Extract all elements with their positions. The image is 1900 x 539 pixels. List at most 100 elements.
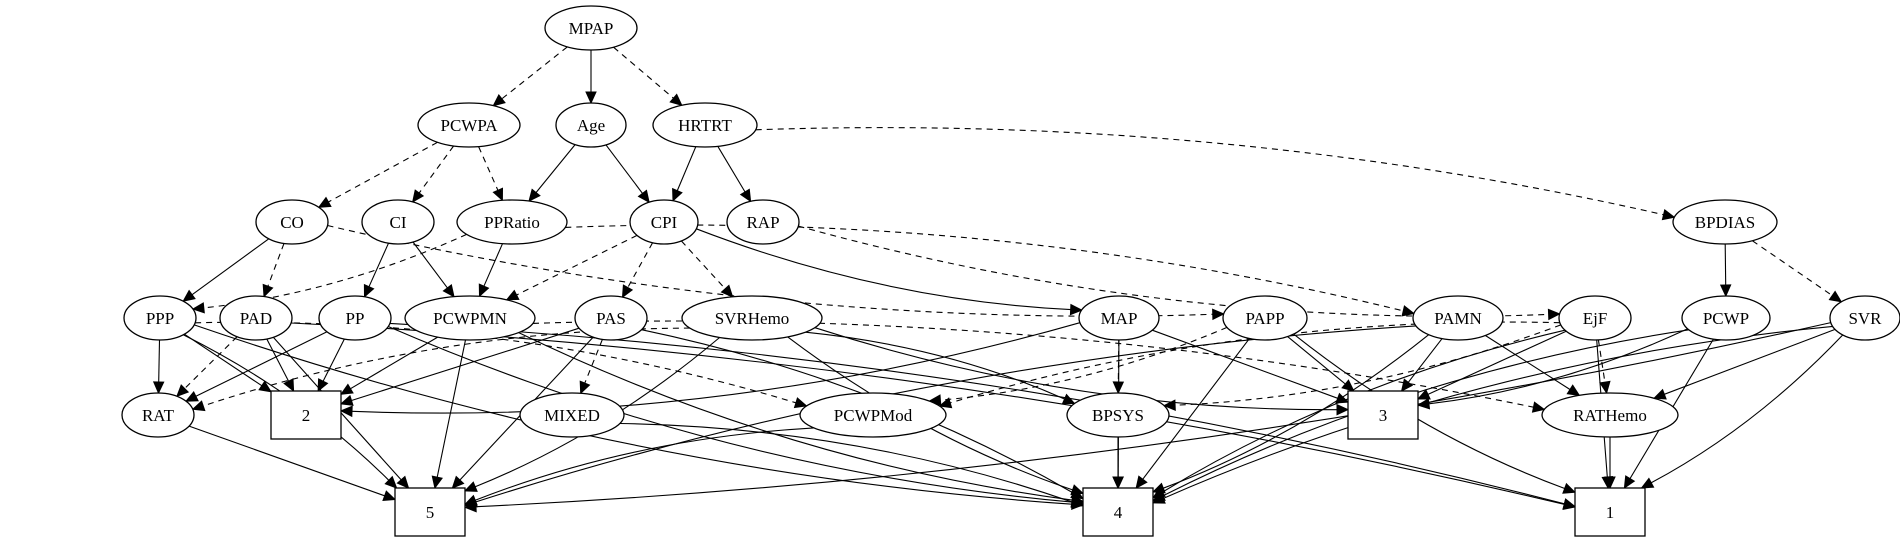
node-shape-co [255,199,329,245]
edge-pcwpmn-to-rathemo [532,320,1534,408]
node-n4: 4 [1082,487,1154,537]
edge-hrtrt-to-bpdias [755,127,1664,216]
arrowhead-map-to-n2 [339,405,353,418]
node-rathemo: RATHemo [1541,392,1679,438]
edge-map-to-n2 [351,322,1081,414]
node-pas: PAS [574,295,648,341]
edge-mpap-to-pcwpa [501,46,568,100]
edge-ppp-to-n4 [194,324,1073,505]
node-ppp: PPP [123,295,197,341]
node-rat: RAT [121,392,195,438]
edge-cpi-to-svrhemo [680,240,726,290]
node-label-n5: 5 [426,503,435,522]
arrowhead-hrtrt-to-bpdias [1661,209,1676,221]
node-label-pad: PAD [240,309,272,328]
node-label-pcwpmn: PCWPMN [433,309,507,328]
arrowhead-rap-to-ejf [1547,308,1561,321]
arrowhead-pad-to-n5 [396,475,410,489]
node-shape-bpdias [1672,199,1778,245]
node-pamn: PAMN [1412,295,1504,341]
node-map: MAP [1078,295,1160,341]
node-ppratio: PPRatio [456,199,568,245]
node-label-pcwpmod: PCWPMod [834,406,913,425]
node-label-age: Age [577,116,605,135]
edge-svr-to-rathemo [1664,328,1836,395]
arrowhead-hrtrt-to-cpi [672,187,683,202]
edge-ppp-to-rat [158,339,161,383]
arrowhead-mpap-to-hrtrt [669,93,683,107]
node-bpdias: BPDIAS [1672,199,1778,245]
edge-ci-to-pp [368,242,390,287]
arrowhead-co-to-papp [1212,308,1225,321]
arrowhead-hrtrt-to-rap [739,188,752,203]
edge-svr-to-n1 [1650,334,1844,484]
node-shape-cpi [629,199,699,245]
arrowhead-ppratio-to-ppp [191,302,205,314]
edge-ci-to-pcwpmn [412,241,448,289]
arrowhead-pp-to-n2 [317,378,329,393]
arrowhead-ejf-to-n3 [1416,388,1431,400]
node-label-pas: PAS [596,309,626,328]
arrowhead-ejf-to-rathemo [1599,380,1611,395]
node-pcwp: PCWP [1681,295,1771,341]
edge-co-to-ppp [191,238,270,296]
edge-papp-to-n4 [1142,338,1250,480]
arrowhead-age-to-cpi [637,189,650,204]
node-n2: 2 [270,390,342,440]
arrowhead-pcwpmn-to-rathemo [1531,401,1546,413]
node-ci: CI [361,199,435,245]
node-age: Age [555,102,627,148]
edge-mpap-to-hrtrt [613,46,674,99]
edge-pcwpmn-to-n2 [350,336,438,390]
node-shape-papp [1222,295,1308,341]
edge-ejf-to-bpsys [1175,324,1561,406]
node-shape-n4 [1082,487,1154,537]
node-shape-n1 [1574,487,1646,537]
edge-ejf-to-n3 [1427,330,1567,395]
arrowhead-ppp-to-n5 [384,475,398,489]
node-mpap: MPAP [544,5,638,51]
arrowhead-cpi-to-pas [621,284,634,299]
edge-pas-to-mixed [584,339,603,384]
node-shape-ejf [1558,295,1632,341]
node-shape-age [555,102,627,148]
node-shape-n2 [270,390,342,440]
arrowhead-pp-to-n1 [1562,498,1577,510]
node-shape-ppp [123,295,197,341]
edge-pcwpa-to-co [328,141,438,203]
node-shape-n3 [1347,390,1419,440]
edge-pad-to-n2 [266,338,290,382]
node-label-co: CO [280,213,304,232]
arrowhead-svrhemo-to-n3 [1336,403,1350,416]
arrowhead-svrhemo-to-n5 [463,481,478,492]
edge-hrtrt-to-cpi [676,146,697,191]
arrowhead-bpdias-to-pcwp [1719,284,1732,298]
arrowhead-papp-to-n4 [1135,475,1148,489]
node-shape-pcwpa [417,102,521,148]
node-label-mixed: MIXED [544,406,600,425]
node-label-n3: 3 [1379,406,1388,425]
node-ejf: EjF [1558,295,1632,341]
arrowhead-pamn-to-n3 [1400,378,1414,392]
arrowhead-mpap-to-age [585,91,597,105]
node-shape-ppratio [456,199,568,245]
arrowhead-co-to-ppp [182,289,196,302]
node-pcwpmod: PCWPMod [799,392,947,438]
edge-pas-to-n2 [351,327,580,402]
node-shape-pamn [1412,295,1504,341]
arrowhead-co-to-pad [262,283,274,298]
arrowhead-pcwpmn-to-n2 [339,383,354,395]
node-shape-pcwpmod [799,392,947,438]
node-shape-bpsys [1066,392,1170,438]
node-label-pcwpa: PCWPA [440,116,498,135]
arrowhead-rat-to-n5 [382,490,397,502]
arrowhead-ci-to-pp [363,283,375,298]
arrowhead-pad-to-n2 [283,378,295,393]
edge-ppratio-to-pcwpmn [483,243,504,287]
node-shape-pas [574,295,648,341]
node-label-ppratio: PPRatio [484,213,540,232]
arrowhead-pas-to-mixed [579,380,591,395]
arrowhead-svrhemo-to-n4 [1070,484,1085,496]
edge-pp-to-n1 [389,322,1565,505]
